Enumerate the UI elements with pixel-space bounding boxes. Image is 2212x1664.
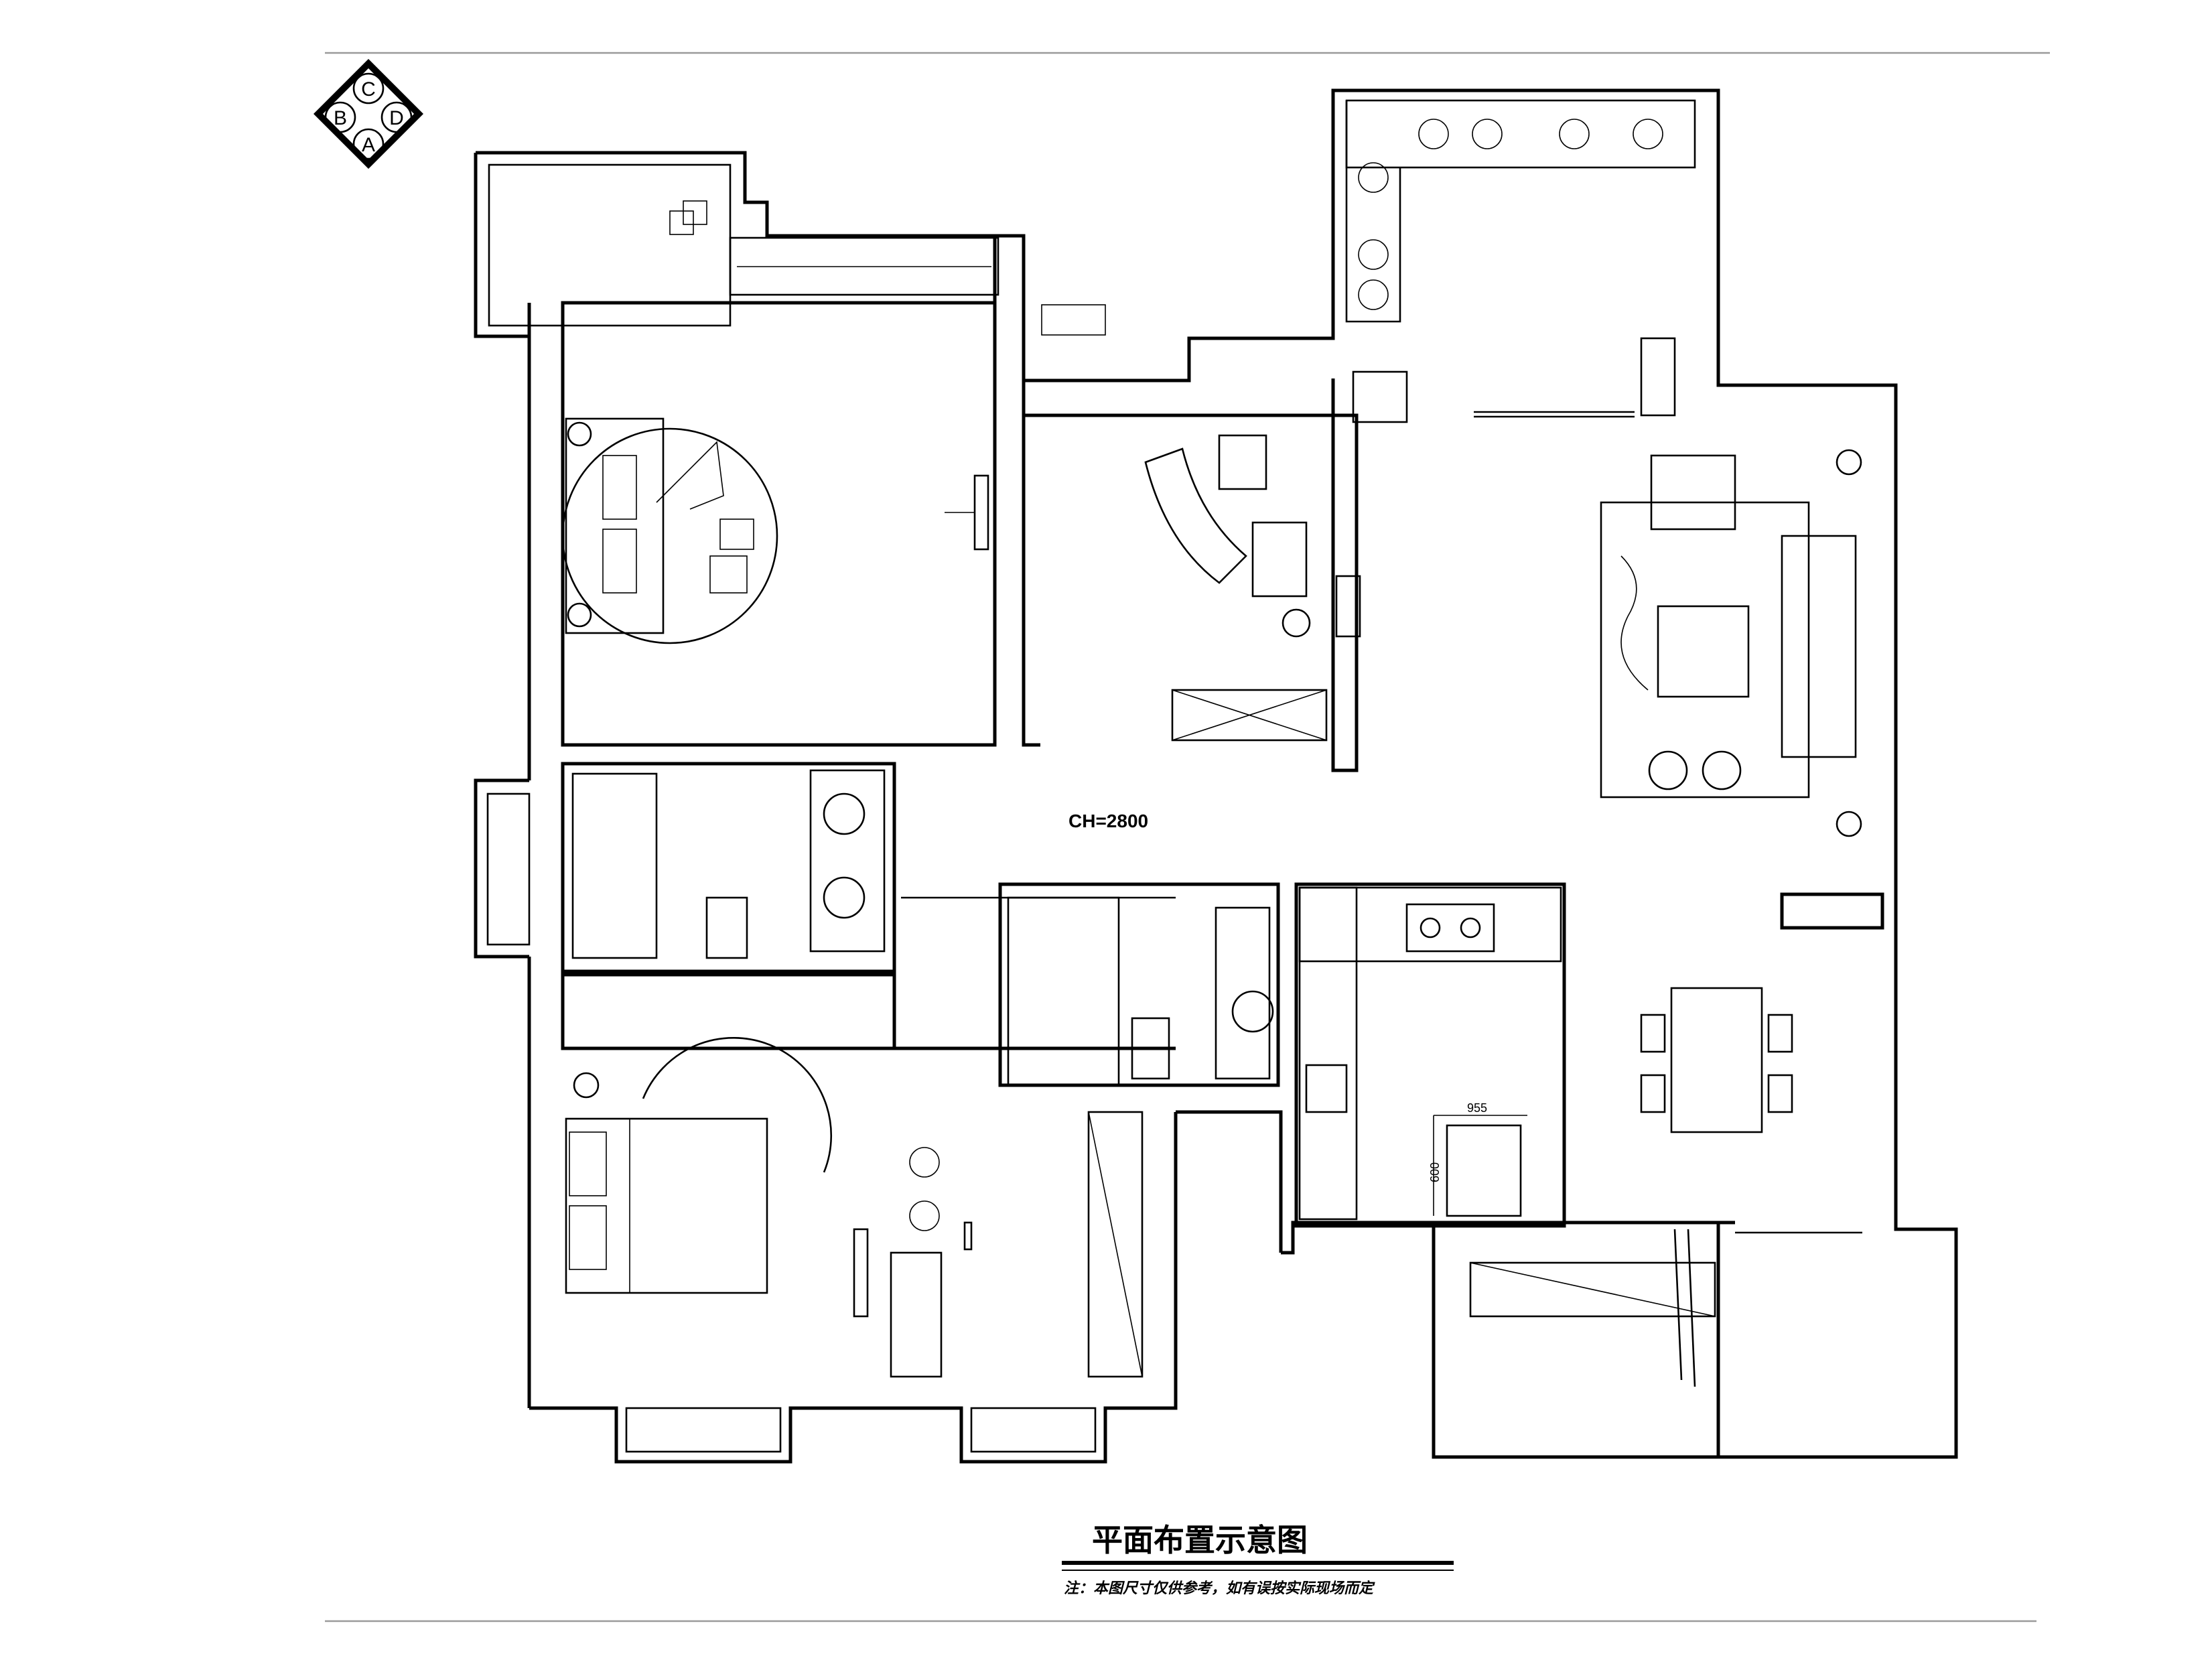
plants [909,119,1663,1231]
compass-letter-d: D [389,107,404,129]
compass-marker: C B D A [314,59,423,169]
compass-letter-c: C [361,78,376,100]
openings [703,411,1862,1387]
interior-walls [561,238,1884,1457]
second-bed [565,1036,1144,1378]
kitchen-fixtures [1298,886,1716,1318]
counter-width-dimension: 955 [1467,1101,1487,1115]
master-bathroom-fixtures [571,769,886,959]
study-desk [1041,304,1361,742]
drawing-title: 平面布置示意图 [1092,1523,1308,1557]
compass-letter-a: A [362,134,375,156]
living-room-furniture [1600,449,1862,837]
second-bathroom-fixtures [1007,896,1274,1087]
master-wardrobe [729,236,999,296]
compass-letter-b: B [334,107,347,129]
dining-table [1640,987,1793,1133]
exterior-walls [474,88,1958,1464]
master-bed [561,417,778,644]
drawing-note: 注：本图尺寸仅供参考，如有误按实际现场而定 [1064,1580,1375,1596]
balcony-chairs-master [669,200,707,235]
tv-master [945,474,989,551]
counter-depth-dimension: 600 [1428,1162,1442,1182]
ceiling-height-label: CH=2800 [1068,811,1148,831]
